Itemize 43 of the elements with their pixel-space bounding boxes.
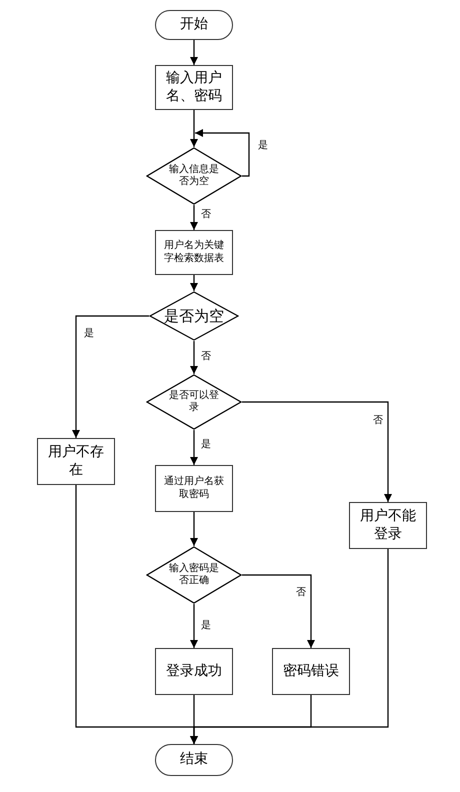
arrow (190, 549, 389, 744)
node-label: 是否可以登录 (168, 390, 220, 414)
edge-label: 否 (373, 416, 383, 426)
terminal-box (155, 744, 233, 776)
node-label: 输入用户名、密码 (165, 70, 223, 105)
arrow (190, 341, 198, 374)
arrow (190, 110, 198, 147)
terminal-box (155, 10, 233, 40)
arrow (72, 315, 149, 438)
arrow (190, 604, 198, 648)
process-box (155, 465, 233, 512)
edge-label: 是 (258, 141, 268, 151)
edge-label: 是 (201, 440, 211, 450)
node-label: 用户名为关键字检索数据表 (163, 240, 225, 265)
node-label: 通过用户名获取密码 (163, 476, 225, 501)
process-box (349, 502, 427, 549)
arrow (190, 40, 198, 65)
arrow (242, 574, 315, 648)
arrow (195, 129, 250, 177)
node-label: 输入密码是否正确 (168, 562, 220, 588)
node-label: 用户不能登录 (359, 508, 417, 543)
process-box (155, 648, 233, 695)
process-box (155, 65, 233, 110)
arrow (190, 430, 198, 465)
edge-label: 否 (201, 210, 211, 220)
arrow (190, 512, 198, 546)
edge-label: 是 (201, 621, 211, 631)
node-label: 密码错误 (282, 662, 340, 680)
node-label: 用户不存在 (47, 444, 105, 479)
arrow (242, 401, 392, 502)
node-label: 登录成功 (165, 662, 223, 680)
node-label: 开始 (179, 16, 209, 34)
node-label: 输入信息是否为空 (168, 164, 220, 188)
edge-label: 是 (84, 329, 94, 339)
node-label: 结束 (179, 751, 209, 769)
process-box (155, 230, 233, 275)
arrow (190, 205, 198, 230)
edge-label: 否 (201, 352, 211, 362)
node-label: 是否为空 (164, 306, 224, 326)
process-box (272, 648, 350, 695)
process-box (37, 438, 115, 485)
arrow (190, 275, 198, 291)
edge-label: 否 (296, 588, 306, 598)
